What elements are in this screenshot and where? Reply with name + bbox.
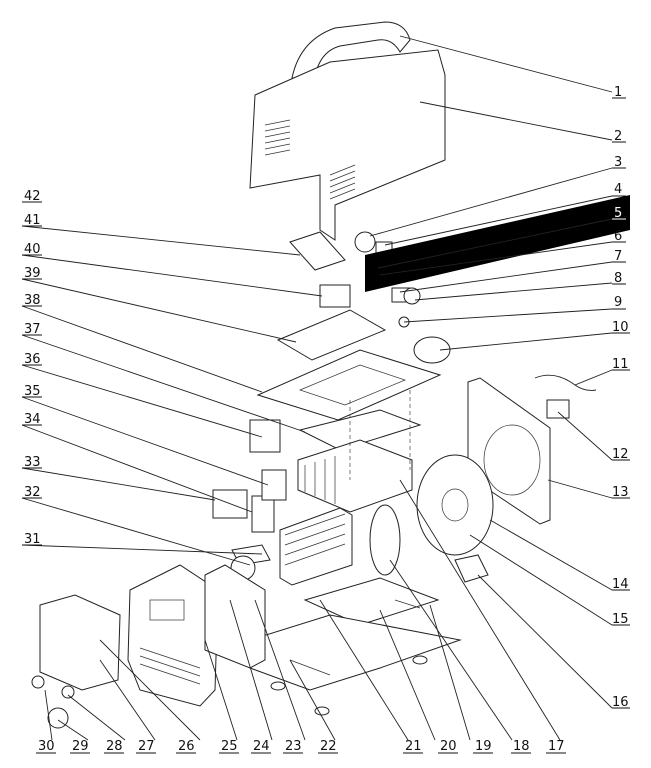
callout-19: 19 — [475, 739, 492, 754]
part-transformer-37 — [249, 419, 281, 453]
callout-1: 1 — [614, 85, 622, 100]
part-handle — [291, 21, 411, 83]
callout-40: 40 — [24, 242, 41, 257]
part-knob-30 — [31, 675, 45, 689]
callout-26: 26 — [178, 739, 195, 754]
part-fan-14 — [416, 454, 494, 556]
callout-4: 4 — [614, 182, 622, 197]
part-plate-20 — [303, 577, 440, 626]
part-heatsink-top — [297, 439, 413, 513]
callout-11: 11 — [612, 357, 629, 372]
callout-8: 8 — [614, 271, 622, 286]
part-heatsink-bottom — [279, 507, 353, 586]
callout-36: 36 — [24, 352, 41, 367]
callout-9: 9 — [614, 295, 622, 310]
part-front-plate-27 — [39, 594, 121, 691]
callout-41: 41 — [24, 213, 41, 228]
callout-5: 5 — [614, 206, 622, 221]
leader-lines — [44, 35, 613, 741]
part-board-42 — [289, 231, 346, 271]
part-pcb-40 — [276, 309, 387, 361]
callout-15: 15 — [612, 612, 629, 627]
callout-17: 17 — [548, 739, 565, 754]
callout-21: 21 — [405, 739, 422, 754]
callout-5-highlight-bar — [365, 195, 630, 292]
callout-7: 7 — [614, 249, 622, 264]
callout-14: 14 — [612, 577, 629, 592]
callout-18: 18 — [513, 739, 530, 754]
callout-31: 31 — [24, 532, 41, 547]
callout-38: 38 — [24, 293, 41, 308]
callout-12: 12 — [612, 447, 629, 462]
part-chassis-22 — [249, 614, 462, 691]
part-coil-18 — [369, 504, 401, 576]
callout-32: 32 — [24, 485, 41, 500]
part-top-cover — [249, 49, 446, 241]
callout-10: 10 — [612, 320, 629, 335]
callout-16: 16 — [612, 695, 629, 710]
part-knob-28 — [61, 685, 75, 699]
part-bracket-35 — [261, 469, 287, 501]
callout-6: 6 — [614, 229, 622, 244]
callout-34: 34 — [24, 412, 41, 427]
callout-20: 20 — [440, 739, 457, 754]
callout-42: 42 — [24, 189, 41, 204]
callout-3: 3 — [614, 155, 622, 170]
part-bracket-34 — [251, 495, 275, 533]
part-cable-11 — [534, 374, 597, 391]
part-knob — [354, 231, 376, 253]
callout-labels: 1 2 3 4 5 6 7 8 9 10 11 12 13 14 15 16 1… — [22, 85, 630, 754]
callout-22: 22 — [320, 739, 337, 754]
callout-24: 24 — [253, 739, 270, 754]
part-capacitor — [413, 336, 451, 364]
callout-2: 2 — [614, 129, 622, 144]
callout-25: 25 — [221, 739, 238, 754]
part-plate-39 — [256, 349, 442, 421]
parts-artwork — [31, 21, 597, 729]
part-bracket-16 — [454, 554, 489, 583]
callout-29: 29 — [72, 739, 89, 754]
leader-lines-left — [21, 225, 323, 566]
callout-37: 37 — [24, 322, 41, 337]
callout-13: 13 — [612, 485, 629, 500]
callout-39: 39 — [24, 266, 41, 281]
part-bracket-41 — [319, 284, 351, 308]
callout-28: 28 — [106, 739, 123, 754]
callout-27: 27 — [138, 739, 155, 754]
part-plate-38 — [298, 409, 422, 451]
callout-23: 23 — [285, 739, 302, 754]
callout-30: 30 — [38, 739, 55, 754]
part-switch-12 — [546, 399, 570, 419]
callout-35: 35 — [24, 384, 41, 399]
callout-33: 33 — [24, 455, 41, 470]
